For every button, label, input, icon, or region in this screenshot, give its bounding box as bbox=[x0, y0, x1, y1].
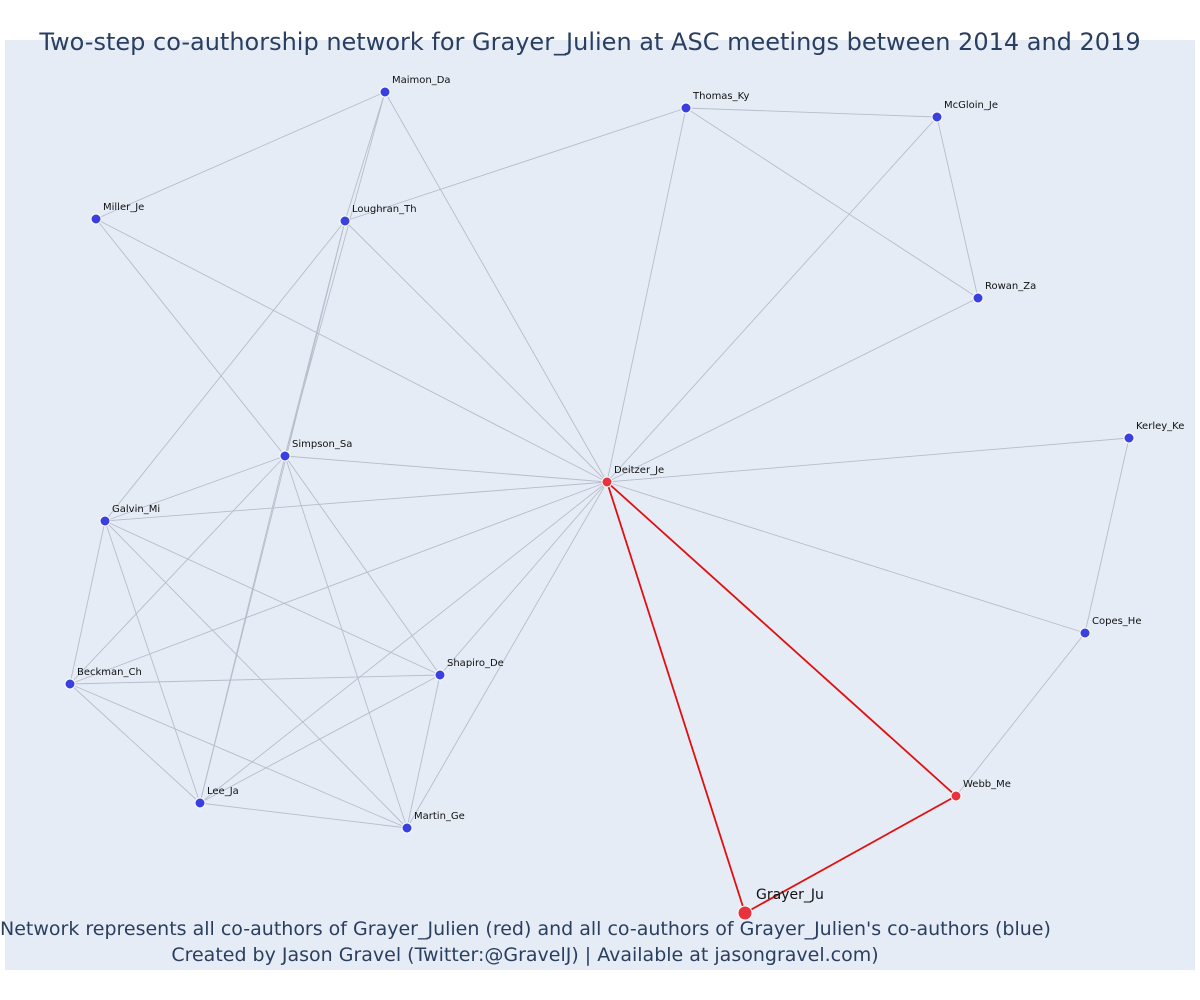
node-Beckman_Ch[interactable] bbox=[64, 678, 76, 690]
node-McGloin_Je[interactable] bbox=[931, 111, 943, 123]
node-label-Grayer_Ju: Grayer_Ju bbox=[756, 887, 824, 903]
edge-Lee_Ja-Deitzer_Je bbox=[199, 481, 608, 804]
node-label-Maimon_Da: Maimon_Da bbox=[392, 75, 451, 86]
edge-Copes_He-Deitzer_Je bbox=[606, 481, 1086, 634]
node-label-Martin_Ge: Martin_Ge bbox=[414, 811, 465, 822]
node-Maimon_Da[interactable] bbox=[379, 86, 391, 98]
edge-McGloin_Je-Rowan_Za bbox=[936, 116, 979, 299]
edge-Miller_Je-Deitzer_Je bbox=[95, 218, 608, 483]
node-Martin_Ge[interactable] bbox=[401, 822, 413, 834]
node-Simpson_Sa[interactable] bbox=[279, 450, 291, 462]
edges-layer bbox=[69, 91, 1130, 914]
edge-Simpson_Sa-Lee_Ja bbox=[199, 455, 286, 804]
node-Rowan_Za[interactable] bbox=[972, 292, 984, 304]
node-Grayer_Ju[interactable] bbox=[737, 905, 753, 921]
edge-Loughran_Th-Deitzer_Je bbox=[344, 220, 608, 483]
node-label-Shapiro_De: Shapiro_De bbox=[447, 658, 504, 669]
edge-Simpson_Sa-Galvin_Mi bbox=[104, 455, 286, 522]
edge-Lee_Ja-Martin_Ge bbox=[199, 802, 408, 829]
node-label-Deitzer_Je: Deitzer_Je bbox=[614, 465, 664, 476]
nodes-layer bbox=[64, 86, 1135, 921]
edge-Thomas_Ky-Deitzer_Je bbox=[606, 107, 687, 483]
edge-Beckman_Ch-Martin_Ge bbox=[69, 683, 408, 829]
node-Copes_He[interactable] bbox=[1079, 627, 1091, 639]
edge-Miller_Je-Simpson_Sa bbox=[95, 218, 286, 457]
edge-Simpson_Sa-Shapiro_De bbox=[284, 455, 441, 676]
edge-Shapiro_De-Lee_Ja bbox=[199, 674, 441, 804]
node-label-McGloin_Je: McGloin_Je bbox=[944, 100, 998, 111]
node-label-Rowan_Za: Rowan_Za bbox=[985, 281, 1036, 292]
chart-title: Two-step co-authorship network for Graye… bbox=[39, 28, 1141, 56]
node-label-Copes_He: Copes_He bbox=[1092, 616, 1141, 627]
edge-Galvin_Mi-Shapiro_De bbox=[104, 520, 441, 676]
edge-Copes_He-Kerley_Ke bbox=[1084, 437, 1130, 634]
node-label-Webb_Me: Webb_Me bbox=[963, 779, 1011, 790]
edge-Simpson_Sa-Beckman_Ch bbox=[69, 455, 286, 685]
edge-Galvin_Mi-Martin_Ge bbox=[104, 520, 408, 829]
edge-Grayer_Ju-Webb_Me bbox=[744, 795, 957, 914]
edge-Maimon_Da-Loughran_Th bbox=[344, 91, 386, 222]
edge-Beckman_Ch-Shapiro_De bbox=[69, 674, 441, 685]
node-label-Thomas_Ky: Thomas_Ky bbox=[692, 91, 749, 102]
edge-Thomas_Ky-Loughran_Th bbox=[344, 107, 687, 222]
edge-Beckman_Ch-Deitzer_Je bbox=[69, 481, 608, 685]
node-label-Galvin_Mi: Galvin_Mi bbox=[112, 504, 160, 515]
edge-Thomas_Ky-McGloin_Je bbox=[685, 107, 938, 118]
edge-Rowan_Za-Deitzer_Je bbox=[606, 297, 979, 483]
node-Deitzer_Je[interactable] bbox=[601, 476, 613, 488]
edge-Deitzer_Je-Webb_Me bbox=[606, 481, 957, 797]
edge-Simpson_Sa-Martin_Ge bbox=[284, 455, 408, 829]
node-Webb_Me[interactable] bbox=[950, 790, 962, 802]
edge-Maimon_Da-Deitzer_Je bbox=[384, 91, 608, 483]
node-label-Kerley_Ke: Kerley_Ke bbox=[1136, 421, 1184, 432]
edge-Shapiro_De-Martin_Ge bbox=[406, 674, 441, 829]
edge-Thomas_Ky-Rowan_Za bbox=[685, 107, 979, 299]
edge-Galvin_Mi-Lee_Ja bbox=[104, 520, 201, 804]
node-Lee_Ja[interactable] bbox=[194, 797, 206, 809]
edge-Simpson_Sa-Deitzer_Je bbox=[284, 455, 608, 483]
node-label-Loughran_Th: Loughran_Th bbox=[352, 204, 417, 215]
edge-Galvin_Mi-Deitzer_Je bbox=[104, 481, 608, 522]
edge-McGloin_Je-Deitzer_Je bbox=[606, 116, 938, 483]
edge-Grayer_Ju-Deitzer_Je bbox=[606, 481, 746, 914]
edge-Martin_Ge-Deitzer_Je bbox=[406, 481, 608, 829]
node-Thomas_Ky[interactable] bbox=[680, 102, 692, 114]
edge-Beckman_Ch-Lee_Ja bbox=[69, 683, 201, 804]
node-Shapiro_De[interactable] bbox=[434, 669, 446, 681]
node-Galvin_Mi[interactable] bbox=[99, 515, 111, 527]
caption-line-2: Created by Jason Gravel (Twitter:@Gravel… bbox=[171, 944, 879, 966]
node-label-Simpson_Sa: Simpson_Sa bbox=[292, 439, 352, 450]
edge-Galvin_Mi-Beckman_Ch bbox=[69, 520, 106, 685]
edge-Kerley_Ke-Deitzer_Je bbox=[606, 437, 1130, 483]
caption-line-1: Network represents all co-authors of Gra… bbox=[0, 918, 1051, 940]
node-label-Miller_Je: Miller_Je bbox=[103, 202, 144, 213]
edge-Webb_Me-Copes_He bbox=[955, 632, 1086, 797]
node-label-Lee_Ja: Lee_Ja bbox=[207, 786, 239, 797]
node-label-Beckman_Ch: Beckman_Ch bbox=[77, 667, 142, 678]
edge-Maimon_Da-Miller_Je bbox=[95, 91, 386, 220]
node-Kerley_Ke[interactable] bbox=[1123, 432, 1135, 444]
edge-Shapiro_De-Deitzer_Je bbox=[439, 481, 608, 676]
edge-Loughran_Th-Galvin_Mi bbox=[104, 220, 346, 522]
node-Loughran_Th[interactable] bbox=[339, 215, 351, 227]
node-Miller_Je[interactable] bbox=[90, 213, 102, 225]
